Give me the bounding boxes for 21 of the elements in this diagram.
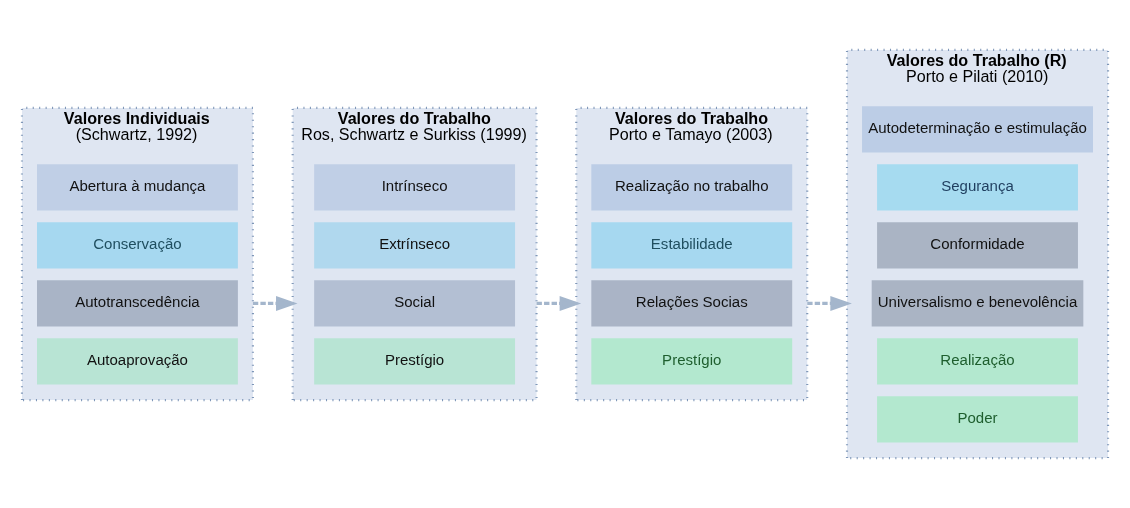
node-box: Intrínseco bbox=[314, 164, 516, 211]
node-box: Universalismo e benevolência bbox=[871, 280, 1084, 327]
node-box: Autoaprovação bbox=[37, 338, 238, 385]
arrow bbox=[536, 295, 582, 311]
node-box: Conformidade bbox=[877, 222, 1078, 269]
node-box: Extrínseco bbox=[314, 222, 516, 269]
node-box: Estabilidade bbox=[591, 222, 793, 269]
node-box: Autodeterminação e estimulação bbox=[862, 106, 1093, 153]
node-box: Realização bbox=[877, 338, 1078, 385]
node-box: Prestígio bbox=[314, 338, 516, 385]
node-box: Realização no trabalho bbox=[591, 164, 793, 211]
node-box: Autotranscedência bbox=[37, 280, 238, 327]
node-box: Poder bbox=[877, 396, 1078, 443]
node-box: Segurança bbox=[877, 164, 1078, 211]
node-box: Abertura à mudança bbox=[37, 164, 238, 211]
node-box: Social bbox=[314, 280, 516, 327]
arrow bbox=[252, 295, 298, 311]
node-box: Prestígio bbox=[591, 338, 793, 385]
arrow bbox=[807, 295, 852, 311]
node-box: Relações Socias bbox=[591, 280, 793, 327]
node-box: Conservação bbox=[37, 222, 238, 269]
